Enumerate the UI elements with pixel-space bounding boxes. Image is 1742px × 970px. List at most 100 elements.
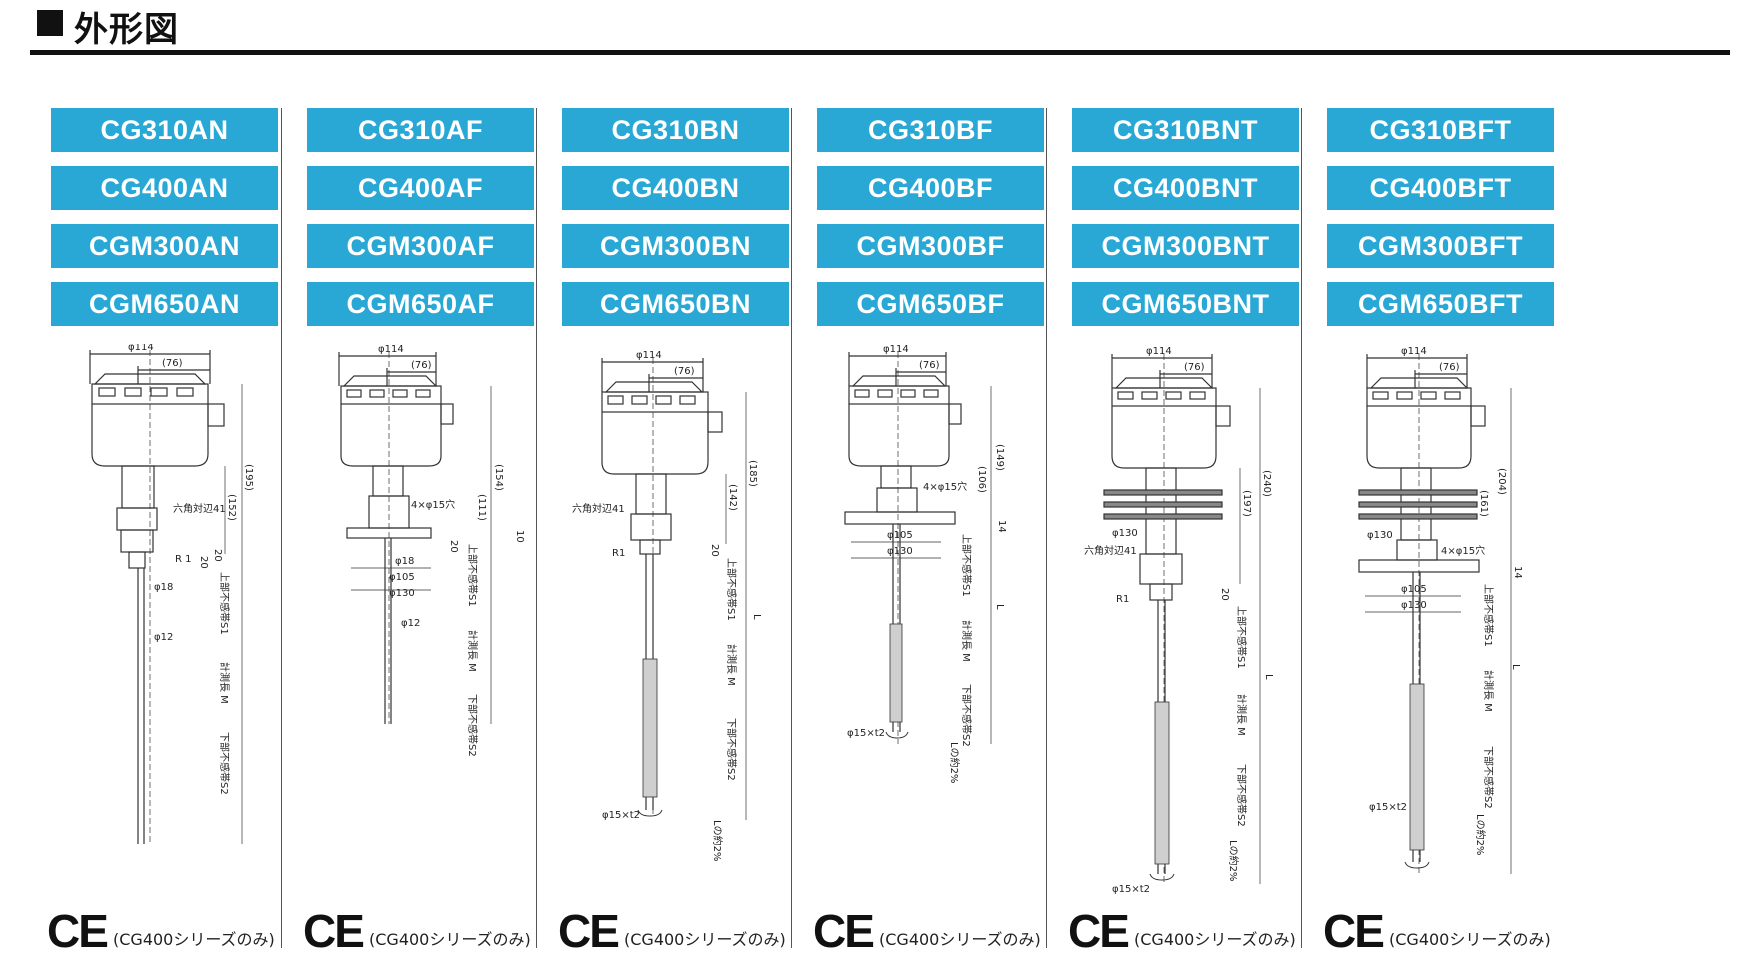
model-label: CG310BN — [562, 108, 789, 152]
ce-mark-icon: CE — [813, 905, 875, 957]
column-divider — [281, 108, 282, 948]
dim-label: (76) — [674, 366, 695, 377]
dim-label: L — [1510, 664, 1521, 670]
dim-label: (76) — [1184, 362, 1205, 373]
dim-label: R 1 — [175, 554, 192, 565]
dim-label: (106) — [976, 466, 987, 493]
dim-label: 計測長 M — [725, 644, 738, 686]
model-label: CG310BFT — [1327, 108, 1554, 152]
model-label: CGM300AN — [51, 224, 278, 268]
product-column: CG310BNT CG400BNT CGM300BNT CGM650BNT — [1046, 108, 1330, 956]
dim-label: φ130 — [389, 588, 415, 599]
ce-note: (CG400シリーズのみ) — [113, 930, 275, 949]
dim-label: 上部不感帯S1 — [1482, 584, 1495, 647]
dim-label: Lの約2% — [1227, 840, 1240, 881]
dim-label: φ114 — [883, 344, 909, 355]
column-divider — [791, 108, 792, 948]
dim-label: L — [751, 614, 762, 620]
dim-label: 上部不感帯S1 — [725, 558, 738, 621]
outline-drawing-svg: φ114 (76) (240) (197) φ130 六角対辺41 R1 20 … — [1084, 346, 1274, 895]
product-column: CG310BFT CG400BFT CGM300BFT CGM650BFT — [1301, 108, 1585, 956]
model-label: CG400BFT — [1327, 166, 1554, 210]
dim-label: 上部不感帯S1 — [960, 534, 973, 597]
dim-label: φ130 — [1112, 528, 1138, 539]
dim-label: (204) — [1496, 468, 1507, 495]
column-divider — [1046, 108, 1047, 948]
dim-label: 上部不感帯S1 — [218, 572, 231, 635]
dim-label: φ18 — [154, 582, 173, 593]
dim-label: (76) — [162, 358, 183, 369]
model-label: CG400AN — [51, 166, 278, 210]
ce-note: (CG400シリーズのみ) — [1389, 930, 1551, 949]
model-label: CGM650AF — [307, 282, 534, 326]
ce-note: (CG400シリーズのみ) — [624, 930, 786, 949]
outline-drawing: φ114 (76) (185) (142) 六角対辺41 R1 20 上部不感帯… — [536, 344, 820, 904]
dim-label: φ114 — [1146, 346, 1172, 357]
model-label: CGM300BF — [817, 224, 1044, 268]
dim-label: 10 — [514, 530, 525, 543]
ce-note: (CG400シリーズのみ) — [879, 930, 1041, 949]
dim-label: φ15×t2 — [1112, 884, 1150, 895]
dim-label: φ114 — [1401, 346, 1427, 357]
model-label: CGM650BN — [562, 282, 789, 326]
dim-label: 20 — [448, 540, 459, 553]
ce-mark-icon: CE — [303, 905, 365, 957]
model-label: CGM650BFT — [1327, 282, 1554, 326]
dim-label: L — [994, 604, 1005, 610]
dim-label: 六角対辺41 — [1084, 544, 1137, 557]
dim-label: 下部不感帯S2 — [1482, 746, 1495, 809]
model-label: CGM300BFT — [1327, 224, 1554, 268]
outline-drawing: φ114 (76) (149) (106) 4×φ15穴 14 φ105 φ13… — [791, 344, 1075, 904]
dim-label: φ15×t2 — [1369, 802, 1407, 813]
model-label: CG400AF — [307, 166, 534, 210]
dim-label: φ105 — [389, 572, 415, 583]
model-label: CGM300BNT — [1072, 224, 1299, 268]
dim-label: 計測長 M — [466, 630, 479, 672]
dim-label: (76) — [411, 360, 432, 371]
dim-label: φ114 — [128, 344, 154, 353]
dim-label: (142) — [727, 484, 738, 511]
model-label: CG310BF — [817, 108, 1044, 152]
dim-label: φ15×t2 — [847, 728, 885, 739]
model-label: CG400BN — [562, 166, 789, 210]
dim-label: 20 — [212, 549, 223, 562]
dim-label: φ130 — [1367, 530, 1393, 541]
model-label: CG310AF — [307, 108, 534, 152]
outline-drawing: φ114 (76) (154) (111) 4×φ15穴 10 φ18 φ105… — [281, 344, 565, 904]
dim-label: φ114 — [378, 344, 404, 355]
dim-label: 計測長 M — [960, 620, 973, 662]
ce-mark-icon: CE — [1068, 905, 1130, 957]
ce-mark-icon: CE — [47, 905, 109, 957]
dim-label: (76) — [1439, 362, 1460, 373]
dim-label: 下部不感帯S2 — [218, 732, 231, 795]
model-label: CGM650BNT — [1072, 282, 1299, 326]
model-label: CG310AN — [51, 108, 278, 152]
dim-label: 六角対辺41 — [173, 502, 226, 515]
product-column: CG310AN CG400AN CGM300AN CGM650AN — [25, 108, 309, 956]
dim-label: φ105 — [1401, 584, 1427, 595]
dim-label: 計測長 M — [218, 662, 231, 704]
ce-mark-icon: CE — [1323, 905, 1385, 957]
dim-label: 4×φ15穴 — [923, 480, 967, 493]
dim-label: Lの約2% — [711, 820, 724, 861]
ce-mark-icon: CE — [558, 905, 620, 957]
outline-drawing: φ114 (76) (195) (152) 六角対辺41 R 1 20 20 φ… — [25, 342, 309, 904]
dim-label: φ15×t2 — [602, 810, 640, 821]
dim-label: (197) — [1241, 490, 1252, 517]
dim-label: (152) — [226, 494, 237, 521]
outline-drawing-svg: φ114 (76) (185) (142) 六角対辺41 R1 20 上部不感帯… — [572, 350, 762, 861]
dim-label: 下部不感帯S2 — [1235, 764, 1248, 827]
section-header: 外形図 — [30, 0, 1730, 58]
dim-label: (195) — [243, 464, 254, 491]
dim-label: (154) — [493, 464, 504, 491]
header-rule — [30, 50, 1730, 55]
ce-note: (CG400シリーズのみ) — [369, 930, 531, 949]
dim-label: L — [1263, 674, 1274, 680]
dim-label: R1 — [1116, 594, 1129, 605]
outline-drawing-svg: φ114 (76) (204) (161) φ130 4×φ15穴 14 φ10… — [1358, 346, 1523, 874]
ce-note: (CG400シリーズのみ) — [1134, 930, 1296, 949]
dim-label: φ105 — [887, 530, 913, 541]
dim-label: φ114 — [636, 350, 662, 361]
dim-label: R1 — [612, 548, 625, 559]
dim-label: 14 — [996, 520, 1007, 533]
